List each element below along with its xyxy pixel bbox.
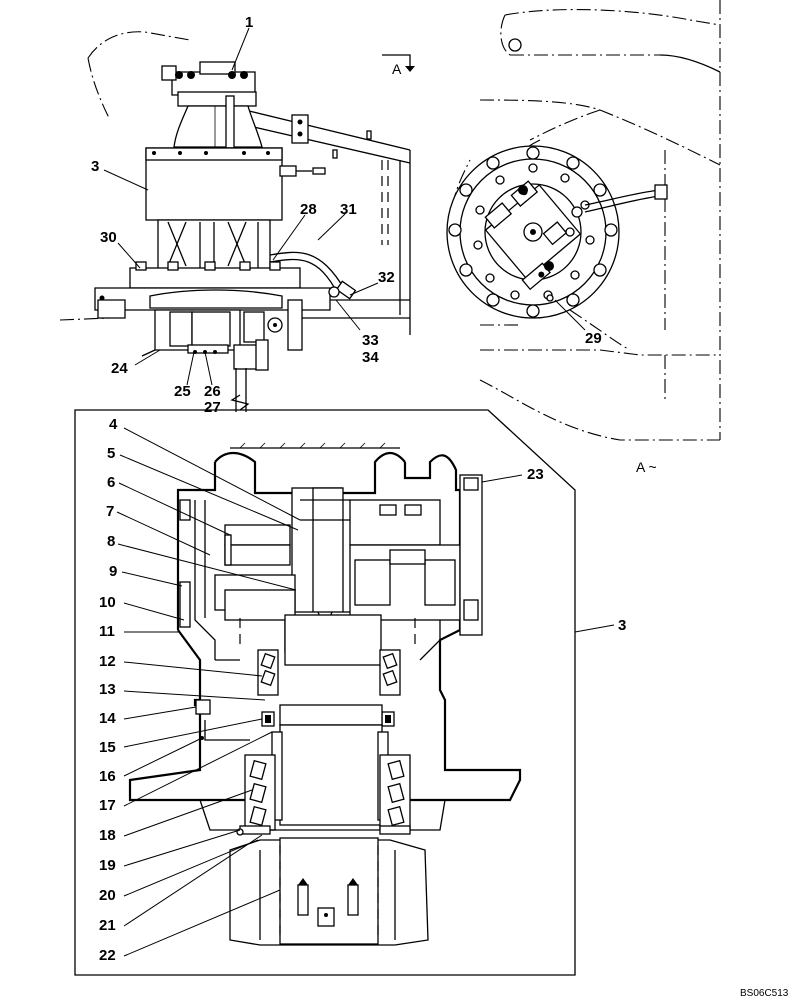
top-cap-hatch bbox=[239, 442, 386, 449]
callout-13: 13 bbox=[99, 681, 116, 698]
callout-12: 12 bbox=[99, 653, 116, 670]
callout-8: 8 bbox=[107, 533, 115, 550]
leader-lines bbox=[103, 27, 615, 957]
callout-22: 22 bbox=[99, 947, 116, 964]
callout-27: 27 bbox=[204, 399, 221, 416]
callout-29: 29 bbox=[585, 330, 602, 347]
callout-26: 26 bbox=[204, 383, 221, 400]
callout-labels: 1 3 28 31 30 32 33 34 24 25 26 27 29 4 5… bbox=[91, 14, 626, 964]
drawing-code: BS06C513 bbox=[740, 988, 789, 999]
callout-18: 18 bbox=[99, 827, 116, 844]
callout-24: 24 bbox=[111, 360, 128, 377]
callout-19: 19 bbox=[99, 857, 116, 874]
upper-bearing bbox=[257, 614, 401, 696]
callout-16: 16 bbox=[99, 768, 116, 785]
inner-bolt-ring bbox=[473, 163, 595, 300]
view-marker-a: A bbox=[392, 61, 402, 77]
callout-23: 23 bbox=[527, 466, 544, 483]
view-label: A ~ bbox=[636, 459, 657, 475]
section-frame bbox=[74, 409, 576, 976]
top-view: A ~ bbox=[446, 0, 721, 475]
callout-14: 14 bbox=[99, 710, 116, 727]
outer-bolt-ring bbox=[448, 146, 618, 318]
callout-11: 11 bbox=[99, 623, 115, 640]
callout-15: 15 bbox=[99, 739, 116, 756]
callout-3-section: 3 bbox=[618, 617, 626, 634]
callout-21: 21 bbox=[99, 917, 116, 934]
lower-bearing bbox=[244, 754, 411, 831]
callout-10: 10 bbox=[99, 594, 116, 611]
callout-9: 9 bbox=[109, 563, 117, 580]
callout-6: 6 bbox=[107, 474, 115, 491]
callout-33: 33 bbox=[362, 332, 379, 349]
callout-30: 30 bbox=[100, 229, 117, 246]
section-view bbox=[74, 409, 576, 976]
callout-17: 17 bbox=[99, 797, 116, 814]
callout-1: 1 bbox=[245, 14, 253, 31]
callout-25: 25 bbox=[174, 383, 191, 400]
callout-3-side: 3 bbox=[91, 158, 99, 175]
callout-7: 7 bbox=[106, 503, 114, 520]
valve-block-top bbox=[484, 180, 582, 291]
callout-5: 5 bbox=[107, 445, 115, 462]
callout-31: 31 bbox=[340, 201, 357, 218]
callout-32: 32 bbox=[378, 269, 395, 286]
callout-20: 20 bbox=[99, 887, 116, 904]
side-view: A bbox=[59, 31, 415, 412]
callout-4: 4 bbox=[109, 416, 118, 433]
callout-34: 34 bbox=[362, 349, 379, 366]
callout-28: 28 bbox=[300, 201, 317, 218]
